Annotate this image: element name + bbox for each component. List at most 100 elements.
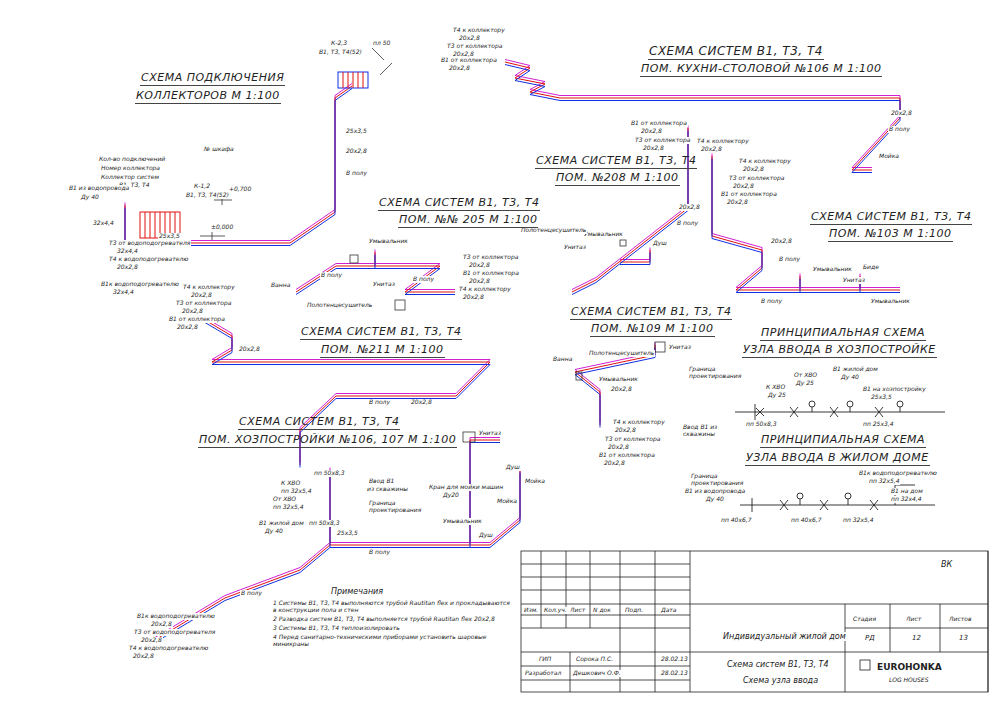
label: ГИП — [538, 656, 552, 663]
scheme-title: КОЛЛЕКТОРОВ М 1:100 — [135, 90, 281, 104]
label: Т3 от водоподогревателя — [133, 629, 216, 636]
label: 20х2,8 — [607, 444, 630, 451]
scheme-title: ПОМ. КУХНИ-СТОЛОВОЙ №106 М 1:100 — [640, 63, 882, 77]
label: В1 от коллектора — [720, 191, 778, 198]
label: 32х4,4 — [92, 220, 115, 227]
scheme-title: СХЕМА ПОДКЛЮЧЕНИЯ — [140, 72, 285, 86]
scheme-title: ПОМ. №109 М 1:100 — [590, 323, 715, 337]
label: 20х2,8 — [700, 146, 723, 153]
scheme-title: УЗЛА ВВОДА В ЖИЛОМ ДОМЕ — [745, 452, 930, 466]
label: Т4 к коллектору — [612, 419, 666, 426]
label: Т3 от коллектора — [604, 436, 661, 443]
label: Кран для мойки машин — [428, 484, 504, 491]
label: Номер коллектора — [100, 165, 161, 172]
label: В1 жилой дом — [258, 520, 305, 527]
label: Т4 к коллектору — [458, 286, 512, 293]
label: В1к водоподогревателю — [136, 613, 216, 620]
label: В полу — [320, 272, 343, 279]
label: LOG HOUSES — [888, 677, 929, 684]
label: В полу — [368, 399, 391, 406]
label: Листов — [948, 616, 972, 623]
label: пп 32х5,4 — [280, 488, 312, 495]
label: Кол-во подключений — [98, 156, 166, 163]
label: 20х2,8 — [116, 264, 139, 271]
label: В1 от коллектора — [598, 452, 656, 459]
label: 20х2,8 — [132, 653, 155, 660]
label: Ду20 — [442, 492, 460, 499]
label: Мойка — [524, 478, 546, 485]
label: Ду 40 — [264, 528, 284, 535]
label: Умывальник — [442, 518, 483, 525]
label: 20х2,8 — [642, 145, 665, 152]
label: К ХВО — [280, 480, 301, 487]
label: 20х2,8 — [176, 324, 199, 331]
label: Душ — [478, 532, 494, 539]
label: 20х2,8 — [190, 292, 213, 299]
label: В1 из водопровода — [68, 185, 130, 192]
label: 3 Системы В1, Т3, Т4 теплоизолировать — [272, 625, 401, 632]
label: 20х2,8 — [448, 65, 471, 72]
label: Дата — [660, 607, 678, 614]
label: 20х2,8 — [410, 399, 433, 406]
label: Дешкович О.Ф. — [572, 670, 622, 677]
label: Стадия — [852, 616, 877, 623]
label: Умывальник — [870, 298, 911, 305]
label: Умывальник — [812, 266, 853, 273]
label: 20х2,8 — [640, 128, 663, 135]
label: Сорока П.С. — [575, 656, 614, 663]
scheme-title: ПОМ. №103 М 1:100 — [828, 228, 953, 242]
label: Схема систем В1, Т3, Т4 — [726, 660, 830, 669]
label: 20х2,8 — [726, 199, 749, 206]
label: Т3 от водоподогревателя — [108, 240, 191, 247]
label: 20х2,8 — [468, 262, 491, 269]
label: Разработал — [524, 670, 562, 677]
scheme-title: СХЕМА СИСТЕМ В1, Т3, Т4 — [535, 155, 697, 169]
label: В1 из водопровода — [684, 488, 746, 495]
label: Мойка — [496, 498, 518, 505]
label: из скважины — [366, 486, 409, 493]
label: Ду 25 — [795, 380, 815, 387]
label: Ду 40 — [840, 374, 860, 381]
scheme-title: СХЕМА СИСТЕМ В1, Т3, Т4 — [648, 45, 824, 60]
label: Изм. — [523, 607, 539, 614]
label: В полу — [888, 126, 911, 133]
label: В1 жилой дом — [832, 366, 879, 373]
label: Т3 от коллектора — [446, 43, 503, 50]
label: 2 Разводка систем В1, Т3, Т4 выполняется… — [272, 616, 514, 623]
label: Ду 25 — [767, 392, 787, 399]
label: В1 от коллектора — [462, 270, 520, 277]
label: В полу — [345, 170, 368, 177]
label: Умывальник — [368, 238, 409, 245]
label: 20х2,8 — [770, 238, 793, 245]
label: Схема узла ввода — [742, 676, 819, 685]
label: Т4 к коллектору — [182, 284, 236, 291]
label: пп 32х4,4 — [890, 496, 922, 503]
label: В полу — [760, 298, 783, 305]
label: Полотенцесушитель — [306, 302, 373, 309]
label: Унитаз — [842, 277, 866, 284]
label: Т3 от коллектора — [728, 175, 785, 182]
label: К ХВО — [765, 384, 786, 391]
label: Граница проектирования — [690, 473, 748, 487]
label: 32х4,4 — [112, 289, 135, 296]
label: 20х2,8 — [603, 460, 626, 467]
label: Унитаз — [668, 344, 692, 351]
scheme-title: ПРИНЦИПИАЛЬНАЯ СХЕМА — [760, 434, 926, 448]
label: EUROHONKA — [876, 662, 943, 672]
label: ВК — [940, 560, 953, 569]
fixture-symbols — [200, 48, 665, 442]
label: 20х2,8 — [742, 166, 765, 173]
label: Т3 от коллектора — [175, 300, 232, 307]
label: 25х3,5 — [158, 233, 181, 240]
label: 1 Системы В1, Т3, Т4 выполняются трубой … — [272, 600, 514, 614]
label: От ХВО — [272, 496, 297, 503]
label: Душ — [505, 464, 521, 471]
scheme-title: СХЕМА СИСТЕМ В1, Т3, Т4 — [570, 306, 732, 320]
scheme-title: СХЕМА СИСТЕМ В1, Т3, Т4 — [238, 416, 400, 430]
scheme-title: ПОМ. №211 М 1:100 — [320, 344, 445, 358]
label: 20х2,8 — [732, 183, 755, 190]
label: В полу — [368, 549, 391, 556]
label: 12 — [911, 634, 922, 642]
label: пп 50х8,3 — [745, 421, 777, 428]
